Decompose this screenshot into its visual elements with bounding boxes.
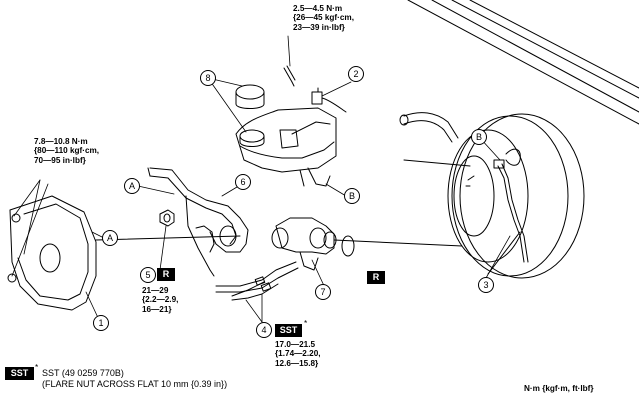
badge-sst-legend: SST	[5, 367, 34, 380]
leader-lines	[11, 35, 511, 323]
torque-nut4: 17.0—21.5 {1.74—2.20, 12.6—15.8}	[275, 340, 321, 368]
connector-2	[311, 87, 347, 113]
legend-line-1: SST (49 0259 770B)	[42, 368, 124, 378]
callout-2: 2	[348, 66, 364, 82]
callout-5: 5	[140, 267, 156, 283]
torque-left-line-1: 7.8—10.8 N·m	[34, 137, 88, 146]
badge-sst-4: SST	[275, 324, 302, 337]
pedal-bracket-1	[7, 195, 241, 311]
nut-5	[159, 209, 175, 227]
torque-top-line-2: {26—45 kgf·cm,	[293, 13, 354, 23]
callout-4: 4	[256, 322, 272, 338]
callout-1: 1	[93, 315, 109, 331]
reservoir-bolt	[283, 65, 296, 87]
dash-panel-lines	[407, 0, 639, 125]
torque-nut4-line-1: 17.0—21.5	[275, 340, 316, 349]
torque-nut5-line-3: 16—21}	[142, 304, 172, 314]
torque-nut4-line-3: 12.6—15.8}	[275, 358, 319, 368]
callout-7: 7	[315, 284, 331, 300]
reservoir-cap	[235, 84, 265, 147]
torque-top-line-1: 2.5—4.5 N·m	[293, 4, 343, 13]
brake-pipes-4	[215, 261, 299, 301]
callout-b-reservoir: B	[344, 188, 360, 204]
callout-a-lower: A	[102, 230, 118, 246]
torque-top: 2.5—4.5 N·m {26—45 kgf·cm, 23—39 in·lbf}	[293, 4, 354, 32]
torque-top-line-3: 23—39 in·lbf}	[293, 22, 345, 32]
callout-b-booster: B	[471, 129, 487, 145]
callout-3: 3	[478, 277, 494, 293]
units-note: N·m {kgf·m, ft·lbf}	[524, 384, 594, 393]
callout-a-upper: A	[124, 178, 140, 194]
badge-r-nut5: R	[157, 268, 175, 281]
badge-r-oring: R	[367, 271, 385, 284]
sst-asterisk: *	[304, 319, 308, 328]
torque-left-line-2: {80—110 kgf·cm,	[34, 146, 100, 156]
brake-booster	[399, 112, 585, 279]
torque-left: 7.8—10.8 N·m {80—110 kgf·cm, 70—95 in·lb…	[34, 137, 99, 165]
torque-nut5: 21—29 {2.2—2.9, 16—21}	[142, 286, 178, 314]
o-ring	[341, 235, 355, 257]
torque-left-line-3: 70—95 in·lbf}	[34, 155, 86, 165]
master-cylinder	[271, 217, 463, 271]
reservoir-tank	[235, 107, 337, 187]
torque-nut5-line-1: 21—29	[142, 286, 169, 295]
callout-8: 8	[200, 70, 216, 86]
legend-line-2: (FLARE NUT ACROSS FLAT 10 mm {0.39 in})	[42, 379, 228, 389]
callout-6: 6	[235, 174, 251, 190]
bracket-6	[147, 167, 249, 277]
legend-asterisk: *	[35, 363, 39, 372]
torque-nut5-line-2: {2.2—2.9,	[142, 295, 179, 305]
brake-pipe-3	[487, 159, 529, 275]
torque-nut4-line-2: {1.74—2.20,	[275, 349, 321, 359]
